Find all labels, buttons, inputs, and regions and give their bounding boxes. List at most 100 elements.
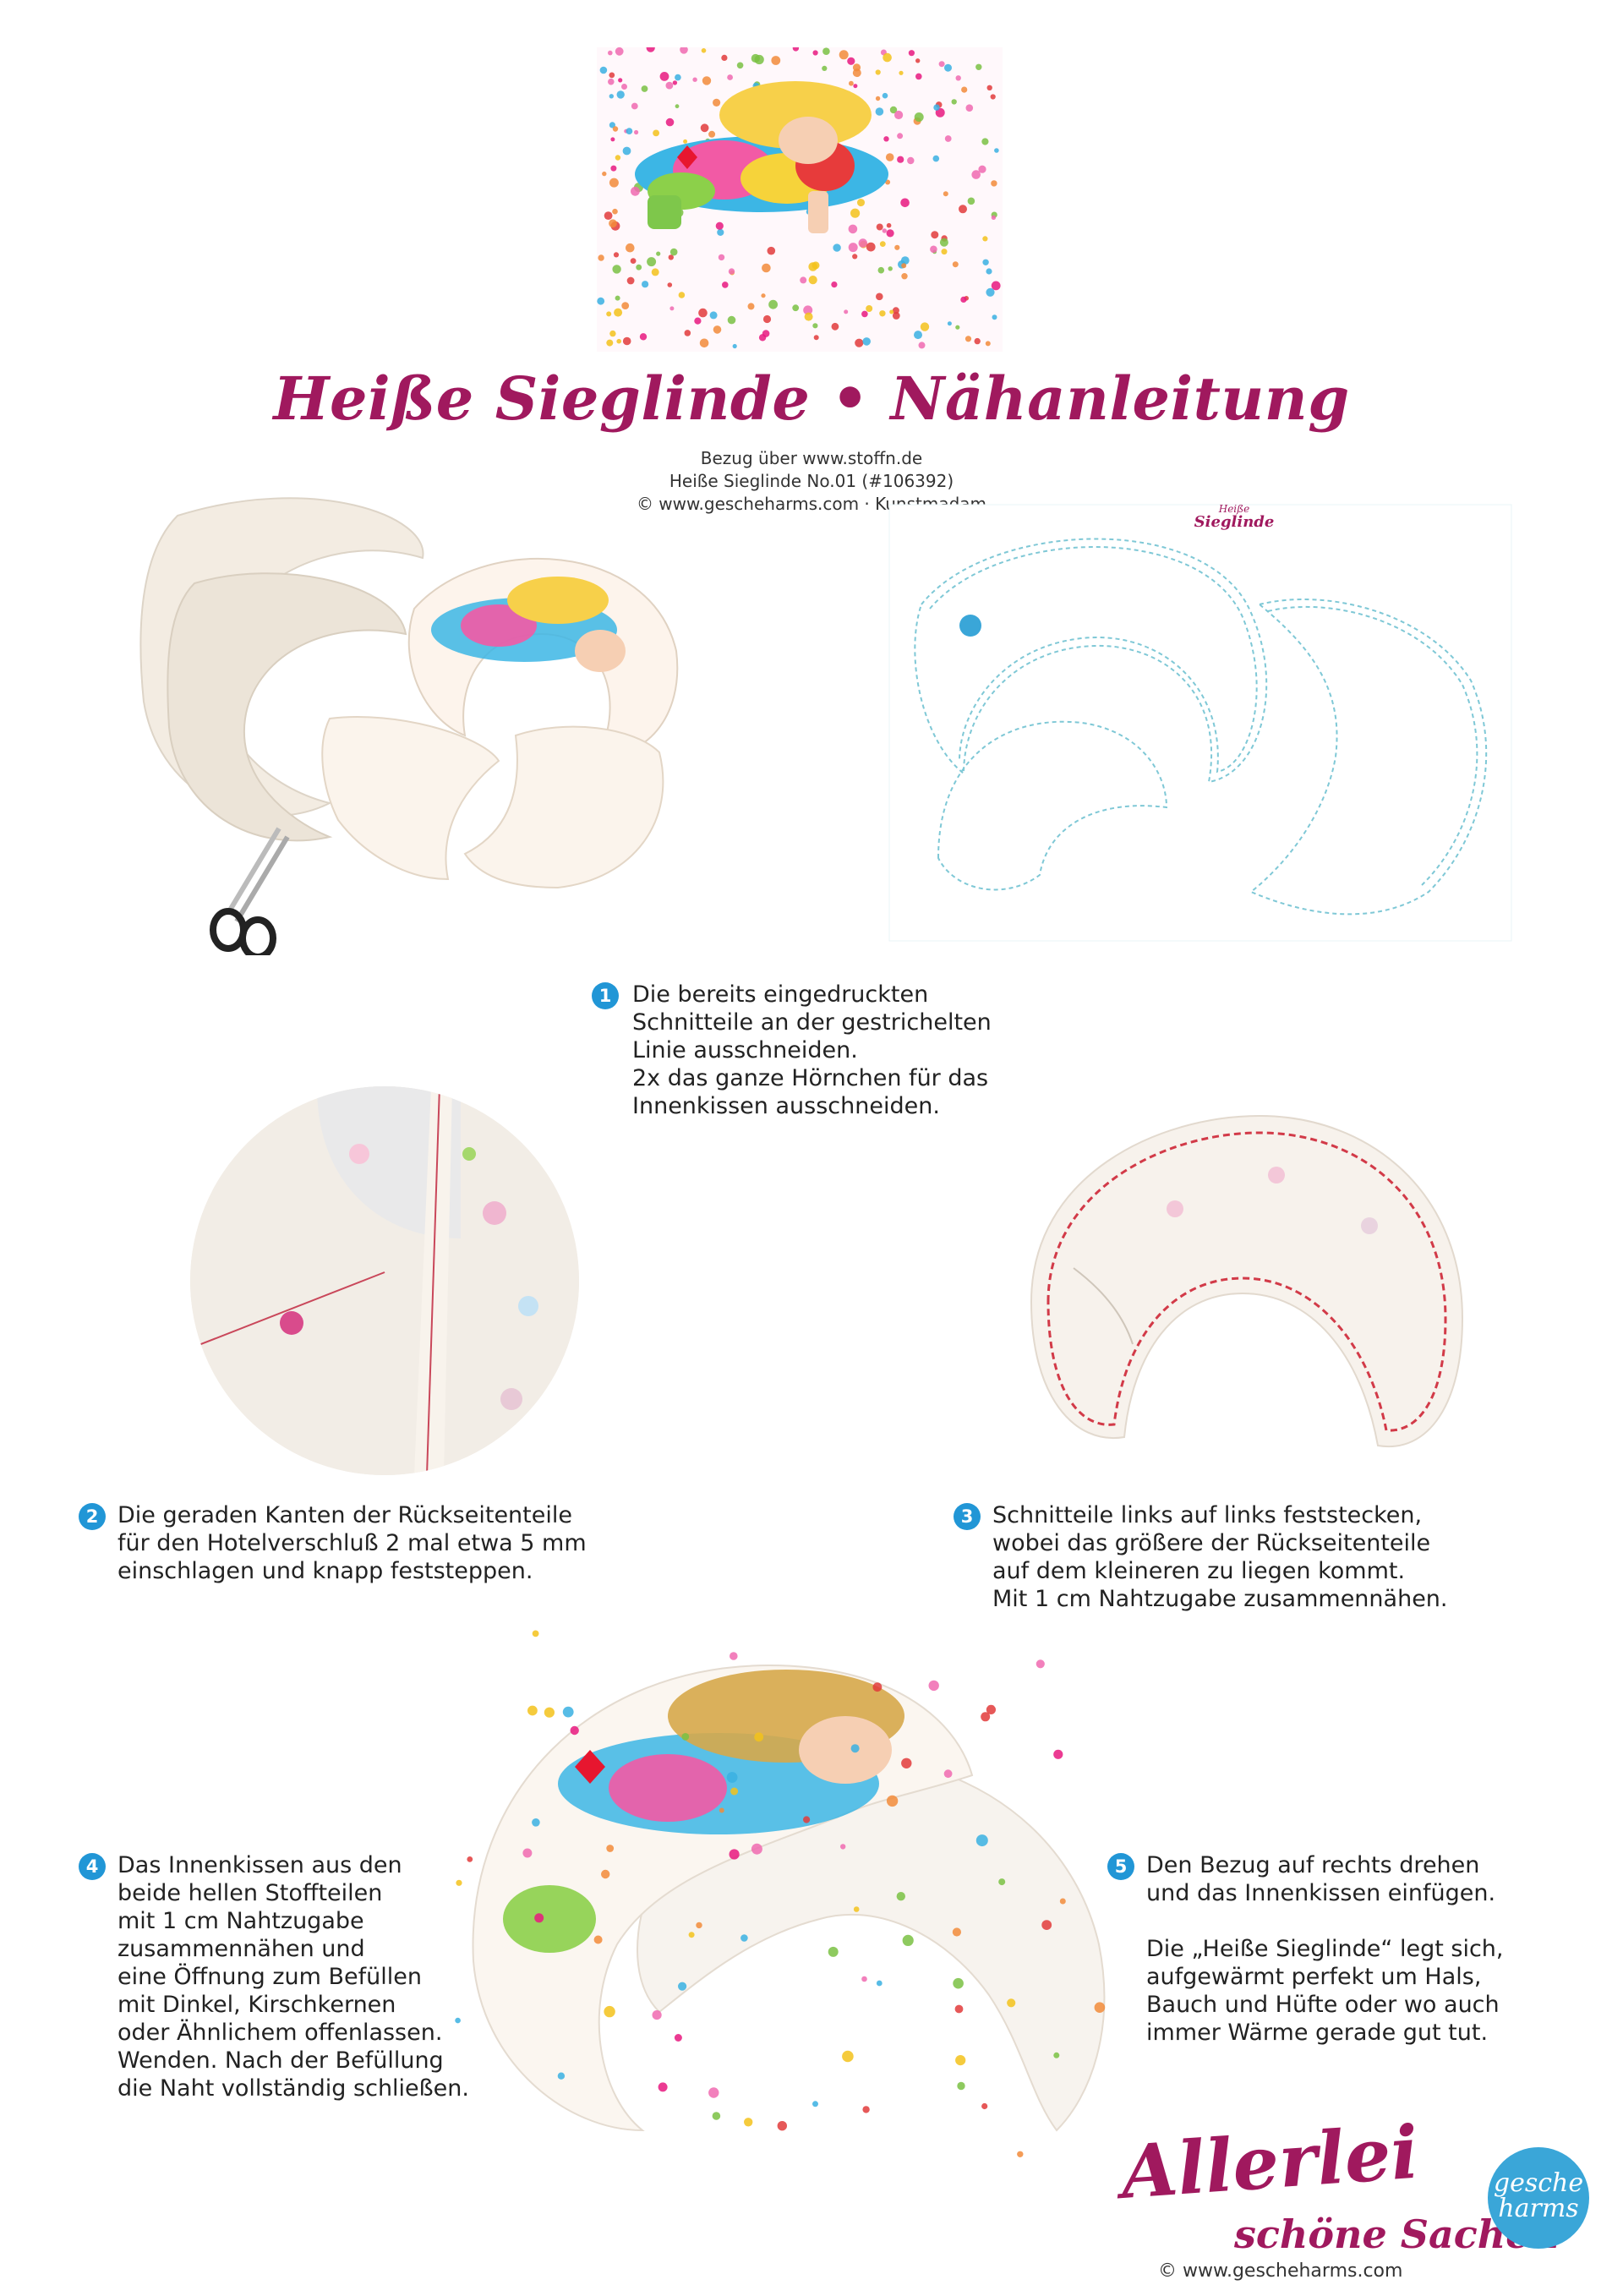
fabric-dot bbox=[646, 47, 655, 52]
fabric-dot bbox=[902, 1934, 914, 1946]
fabric-dot bbox=[675, 104, 680, 109]
step-2-line-1: Die geraden Kanten der Rückseitenteile bbox=[117, 1502, 572, 1528]
fabric-dot bbox=[618, 78, 623, 83]
fabric-dot bbox=[849, 80, 854, 86]
fabric-dot bbox=[702, 76, 712, 85]
fabric-dot bbox=[678, 292, 686, 298]
fabric-dot bbox=[896, 1892, 905, 1901]
fabric-dot bbox=[961, 86, 968, 93]
fabric-dot bbox=[667, 282, 673, 287]
fabric-dot bbox=[982, 236, 988, 242]
fabric-dot bbox=[527, 1705, 538, 1716]
step-4-line-9: die Naht vollständig schließen. bbox=[117, 2075, 469, 2102]
fabric-dot bbox=[467, 1856, 473, 1862]
fabric-dot bbox=[933, 104, 940, 111]
fabric-dot bbox=[1053, 1749, 1063, 1759]
fabric-dot bbox=[534, 1913, 544, 1923]
fabric-dot bbox=[914, 112, 924, 122]
fabric-dot bbox=[727, 315, 736, 325]
fabric-dot bbox=[994, 148, 999, 153]
step-4-line-1: Das Innenkissen aus den bbox=[117, 1852, 402, 1878]
fabric-dot bbox=[990, 94, 996, 100]
fabric-dot bbox=[876, 223, 883, 231]
fabric-dot bbox=[708, 130, 716, 138]
fabric-dot bbox=[609, 178, 619, 188]
fabric-dot bbox=[901, 1758, 912, 1768]
fabric-dot bbox=[943, 191, 948, 197]
fabric-dot bbox=[684, 330, 691, 336]
fabric-dot bbox=[888, 266, 893, 271]
step-3-line-3: auf dem kleineren zu liegen kommt. bbox=[992, 1558, 1406, 1584]
fabric-dot bbox=[985, 341, 991, 347]
fabric-dot bbox=[866, 242, 876, 252]
fabric-dot bbox=[680, 47, 688, 54]
fabric-dot bbox=[813, 335, 819, 341]
fabric-dot bbox=[850, 1744, 860, 1753]
fabric-dot bbox=[762, 263, 771, 273]
fabric-dot bbox=[614, 308, 623, 317]
fabric-dot bbox=[892, 307, 899, 314]
fabric-dot bbox=[957, 2081, 965, 2091]
fabric-dot bbox=[609, 219, 617, 228]
fabric-dot bbox=[879, 241, 886, 247]
fabric-dot bbox=[1059, 1898, 1066, 1905]
fabric-dot bbox=[609, 122, 615, 128]
fabric-dot bbox=[812, 50, 818, 56]
step-3-line-2: wobei das größere der Rückseitenteile bbox=[992, 1530, 1431, 1556]
fabric-dot bbox=[732, 343, 737, 349]
fabric-dot bbox=[943, 1769, 953, 1779]
fabric-dot bbox=[777, 2121, 787, 2131]
fabric-dot bbox=[831, 282, 838, 288]
fabric-dot bbox=[622, 146, 631, 156]
scissors-icon bbox=[210, 827, 290, 960]
fabric-dot bbox=[754, 1732, 764, 1742]
fabric-dot bbox=[822, 47, 830, 55]
fabric-dot bbox=[858, 238, 868, 248]
fabric-dot bbox=[712, 2112, 721, 2120]
fabric-dot bbox=[981, 2102, 988, 2110]
fabric-dot bbox=[761, 293, 766, 298]
fabric-preview-image bbox=[597, 47, 1003, 352]
fabric-dot bbox=[609, 94, 614, 99]
fabric-dot bbox=[947, 321, 952, 326]
fabric-dot bbox=[641, 85, 648, 92]
fabric-dot bbox=[982, 259, 989, 265]
fabric-dot bbox=[1041, 1920, 1052, 1930]
fabric-dot bbox=[847, 57, 855, 65]
hem-closeup-photo bbox=[190, 1086, 579, 1475]
brand-main-text: Allerlei bbox=[1118, 2109, 1422, 2216]
fabric-dot bbox=[803, 305, 813, 315]
fabric-dot bbox=[562, 1706, 574, 1718]
fabric-dot bbox=[800, 276, 807, 284]
fabric-dot bbox=[952, 1927, 961, 1937]
fabric-dot bbox=[953, 1977, 964, 1989]
fabric-dot bbox=[1094, 2002, 1106, 2013]
fabric-dot bbox=[986, 287, 995, 297]
step-4-line-5: eine Öffnung zum Befüllen bbox=[117, 1964, 422, 1990]
fabric-dot bbox=[616, 338, 621, 344]
fabric-dot bbox=[606, 311, 612, 317]
fabric-dot bbox=[634, 129, 639, 135]
fabric-dot bbox=[938, 61, 945, 68]
fabric-dot bbox=[608, 78, 615, 85]
fabric-dot bbox=[857, 199, 865, 207]
fabric-dot bbox=[736, 62, 744, 69]
fabric-dot bbox=[892, 312, 900, 320]
fabric-dot bbox=[944, 135, 952, 142]
fabric-dot bbox=[700, 123, 709, 133]
fabric-dot bbox=[894, 244, 900, 250]
pattern-logo-main: Sieglinde bbox=[1194, 513, 1275, 531]
fabric-dot bbox=[615, 47, 624, 56]
fabric-dot bbox=[889, 106, 898, 114]
fabric-dot bbox=[882, 92, 888, 99]
fabric-dot bbox=[941, 249, 948, 255]
cut-pieces-photo bbox=[127, 482, 786, 960]
fabric-dot bbox=[952, 261, 959, 268]
fabric-dot bbox=[853, 1906, 860, 1912]
badge-line-2: harms bbox=[1498, 2194, 1579, 2223]
fabric-dot bbox=[914, 331, 922, 340]
fabric-dot bbox=[544, 1707, 555, 1718]
fabric-dot bbox=[639, 333, 648, 341]
fabric-dot bbox=[986, 85, 992, 90]
fabric-dot bbox=[730, 1652, 738, 1660]
